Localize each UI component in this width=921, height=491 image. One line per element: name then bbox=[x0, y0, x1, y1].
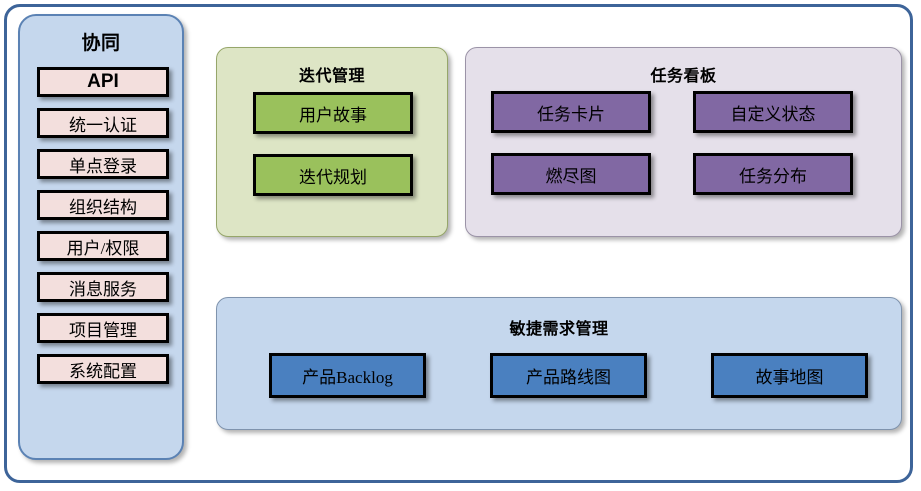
iteration-item-iteration-planning[interactable]: 迭代规划 bbox=[253, 154, 413, 196]
sidebar-item-system-config[interactable]: 系统配置 bbox=[37, 354, 169, 384]
sidebar-item-unified-auth[interactable]: 统一认证 bbox=[37, 108, 169, 138]
panel-collaboration[interactable]: 协同 API 统一认证 单点登录 组织结构 用户/权限 消息服务 项目管理 bbox=[18, 14, 184, 460]
panel-iteration-management[interactable]: 迭代管理 用户故事 迭代规划 bbox=[216, 47, 448, 237]
panel-agile-requirements[interactable]: 敏捷需求管理 产品Backlog 产品路线图 故事地图 bbox=[216, 297, 902, 430]
sidebar-item-project-management[interactable]: 项目管理 bbox=[37, 313, 169, 343]
taskboard-item-task-distribution[interactable]: 任务分布 bbox=[693, 153, 853, 195]
taskboard-item-custom-status[interactable]: 自定义状态 bbox=[693, 91, 853, 133]
sidebar-item-label: 用户/权限 bbox=[66, 238, 140, 258]
sidebar-item-api[interactable]: API bbox=[37, 67, 169, 97]
sidebar-item-label: 统一认证 bbox=[69, 115, 137, 135]
iteration-item-user-story[interactable]: 用户故事 bbox=[253, 92, 413, 134]
sidebar-item-single-sign-on[interactable]: 单点登录 bbox=[37, 149, 169, 179]
taskboard-item-label: 燃尽图 bbox=[545, 166, 597, 186]
agile-item-label: 故事地图 bbox=[755, 368, 824, 387]
taskboard-item-label: 任务卡片 bbox=[537, 104, 605, 124]
panel-collaboration-title: 协同 bbox=[81, 33, 121, 54]
agile-item-product-backlog[interactable]: 产品Backlog bbox=[269, 353, 426, 398]
agile-item-story-map[interactable]: 故事地图 bbox=[711, 353, 868, 398]
sidebar-item-label: 系统配置 bbox=[69, 361, 137, 381]
panel-agile-requirements-title: 敏捷需求管理 bbox=[509, 321, 609, 338]
sidebar-item-users-permissions[interactable]: 用户/权限 bbox=[37, 231, 169, 261]
iteration-item-label: 迭代规划 bbox=[299, 167, 367, 187]
panel-iteration-management-title: 迭代管理 bbox=[298, 68, 365, 85]
sidebar-item-label: API bbox=[87, 71, 119, 92]
collaboration-item-list: API 统一认证 单点登录 组织结构 用户/权限 消息服务 项目管理 系统配置 bbox=[37, 67, 169, 395]
sidebar-item-message-service[interactable]: 消息服务 bbox=[37, 272, 169, 302]
taskboard-item-label: 自定义状态 bbox=[730, 104, 816, 124]
sidebar-item-label: 单点登录 bbox=[69, 156, 137, 176]
sidebar-item-label: 组织结构 bbox=[69, 197, 137, 217]
agile-item-label: 产品Backlog bbox=[302, 368, 393, 387]
sidebar-item-label: 消息服务 bbox=[69, 279, 137, 299]
sidebar-item-label: 项目管理 bbox=[69, 320, 137, 340]
iteration-item-label: 用户故事 bbox=[299, 105, 367, 125]
agile-item-product-roadmap[interactable]: 产品路线图 bbox=[490, 353, 647, 398]
taskboard-item-burndown-chart[interactable]: 燃尽图 bbox=[491, 153, 651, 195]
sidebar-item-org-structure[interactable]: 组织结构 bbox=[37, 190, 169, 220]
panel-task-board-title: 任务看板 bbox=[650, 68, 717, 85]
taskboard-item-label: 任务分布 bbox=[739, 166, 807, 186]
agile-item-label: 产品路线图 bbox=[526, 368, 611, 387]
taskboard-item-task-card[interactable]: 任务卡片 bbox=[491, 91, 651, 133]
panel-task-board[interactable]: 任务看板 任务卡片 自定义状态 燃尽图 任务分布 bbox=[465, 47, 902, 237]
